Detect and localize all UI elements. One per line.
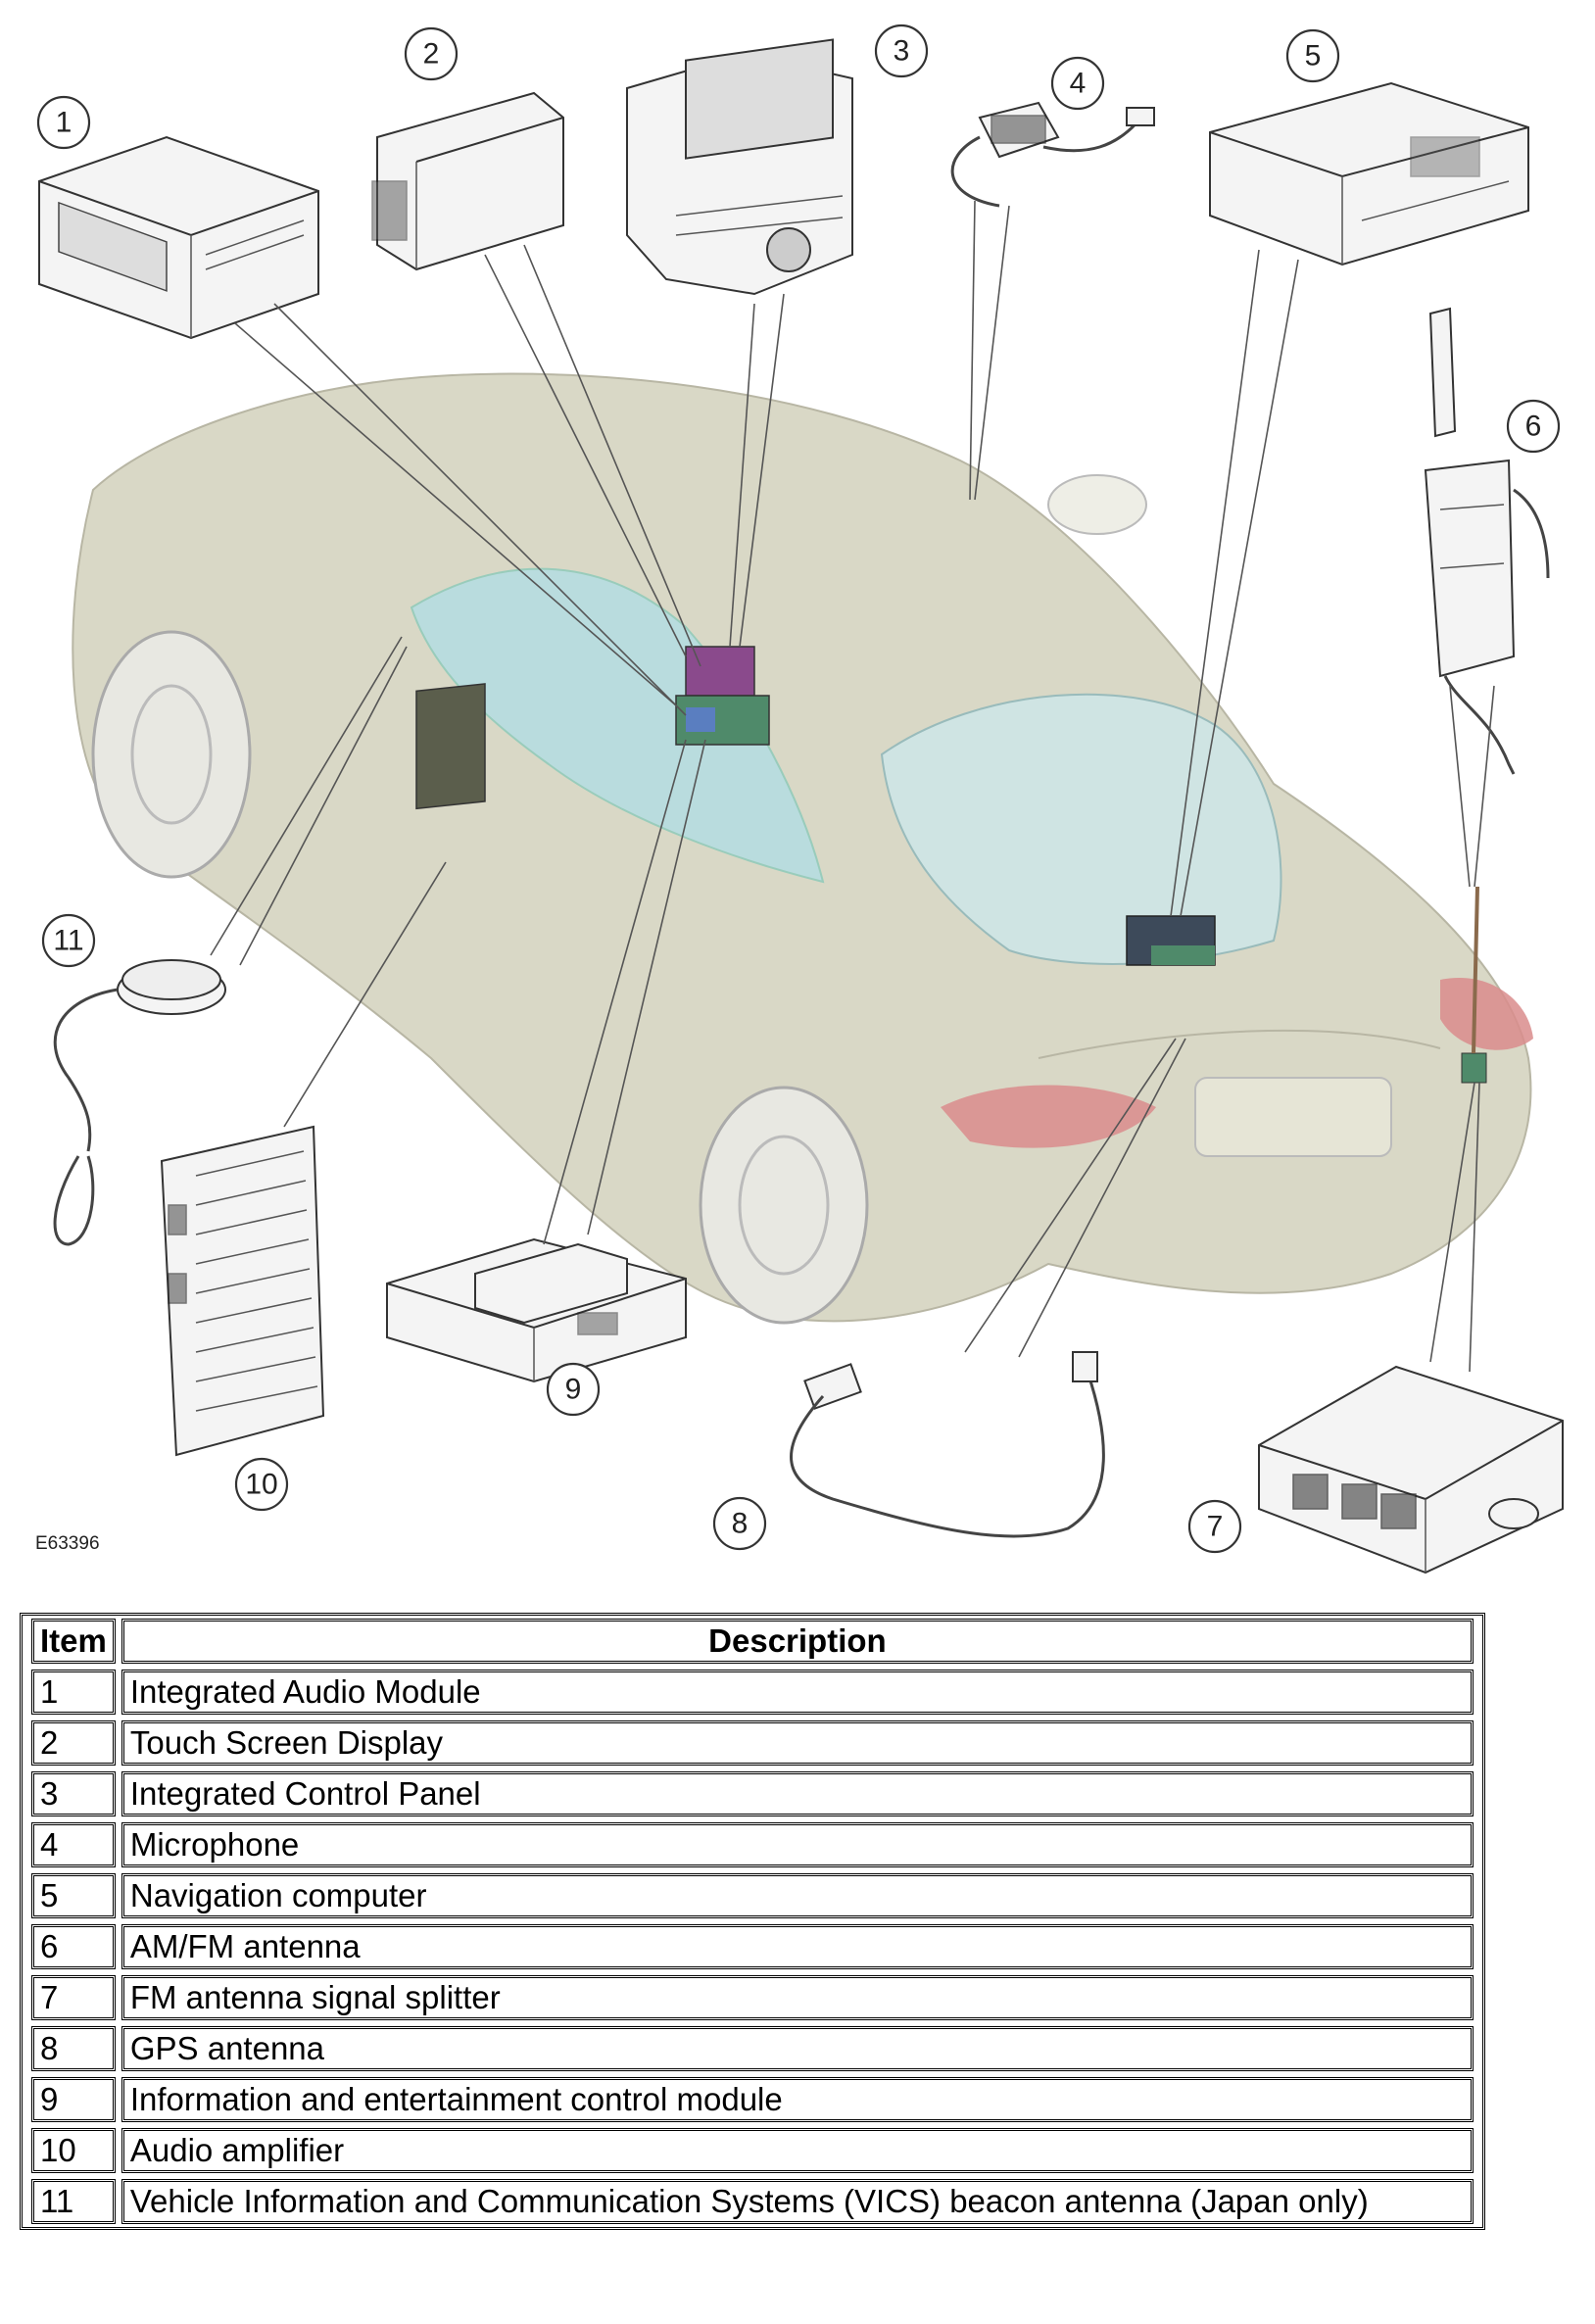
figure-id-label: E63396 xyxy=(35,1533,100,1554)
in-car-touch-screen xyxy=(685,646,755,697)
item-number: 2 xyxy=(31,1720,116,1766)
svg-text:4: 4 xyxy=(1070,68,1087,100)
component-microphone xyxy=(950,101,1155,208)
item-number: 10 xyxy=(31,2128,116,2173)
component-location-diagram: 1 2 3 4 5 6 7 8 9 10 11 E63396 xyxy=(35,24,1564,1574)
svg-text:6: 6 xyxy=(1525,411,1542,443)
svg-text:7: 7 xyxy=(1207,1511,1224,1543)
callout-6: 6 xyxy=(1506,399,1561,454)
callout-2: 2 xyxy=(404,26,459,81)
item-description: Microphone xyxy=(121,1822,1474,1867)
callout-9: 9 xyxy=(546,1362,601,1417)
in-car-amplifier xyxy=(415,683,486,810)
item-number: 8 xyxy=(31,2026,116,2071)
callout-5: 5 xyxy=(1285,28,1340,83)
svg-text:5: 5 xyxy=(1305,40,1322,73)
item-number: 5 xyxy=(31,1873,116,1918)
tail-light-left xyxy=(941,1085,1156,1148)
callout-8: 8 xyxy=(712,1496,767,1551)
legend-header-row: Item Description xyxy=(31,1619,1474,1664)
item-description: Audio amplifier xyxy=(121,2128,1474,2173)
svg-text:11: 11 xyxy=(53,925,83,957)
component-gps-antenna xyxy=(790,1351,1105,1538)
item-description: FM antenna signal splitter xyxy=(121,1975,1474,2020)
item-description: Vehicle Information and Communication Sy… xyxy=(121,2179,1474,2224)
item-description: Touch Screen Display xyxy=(121,1720,1474,1766)
svg-text:10: 10 xyxy=(245,1469,277,1501)
item-description: Integrated Audio Module xyxy=(121,1670,1474,1715)
callout-10: 10 xyxy=(234,1457,289,1512)
leader-lines xyxy=(210,200,1495,1373)
callout-1: 1 xyxy=(36,95,91,150)
callout-11: 11 xyxy=(41,913,96,968)
item-number: 11 xyxy=(31,2179,116,2224)
rear-wheel xyxy=(699,1086,869,1325)
item-number: 1 xyxy=(31,1670,116,1715)
callout-3: 3 xyxy=(874,24,929,78)
component-vics-beacon-antenna xyxy=(53,959,226,1246)
callout-4: 4 xyxy=(1050,56,1105,111)
item-column-header: Item xyxy=(31,1619,116,1664)
item-number: 3 xyxy=(31,1771,116,1816)
item-description: Integrated Control Panel xyxy=(121,1771,1474,1816)
svg-text:9: 9 xyxy=(565,1374,582,1406)
item-number: 4 xyxy=(31,1822,116,1867)
svg-text:2: 2 xyxy=(423,38,440,71)
item-description: GPS antenna xyxy=(121,2026,1474,2071)
item-number: 9 xyxy=(31,2077,116,2122)
component-integrated-audio-module xyxy=(38,135,319,340)
item-number: 7 xyxy=(31,1975,116,2020)
item-description: Information and entertainment control mo… xyxy=(121,2077,1474,2122)
item-description: AM/FM antenna xyxy=(121,1924,1474,1969)
svg-text:1: 1 xyxy=(56,107,72,139)
svg-text:8: 8 xyxy=(732,1508,749,1540)
svg-text:3: 3 xyxy=(894,35,910,68)
vehicle-illustration xyxy=(72,372,1533,1325)
side-window xyxy=(410,567,825,884)
door-mirror xyxy=(1047,474,1147,535)
rear-window xyxy=(880,693,1282,965)
description-column-header: Description xyxy=(121,1619,1474,1664)
component-integrated-control-panel xyxy=(626,38,853,296)
component-navigation-computer xyxy=(1209,81,1529,266)
item-number: 6 xyxy=(31,1924,116,1969)
item-description: Navigation computer xyxy=(121,1873,1474,1918)
component-fm-antenna-splitter xyxy=(1258,1365,1564,1574)
component-am-fm-antenna xyxy=(1424,307,1550,775)
in-car-antenna-splitter xyxy=(1461,1052,1487,1084)
component-audio-amplifier xyxy=(160,1125,325,1457)
front-wheel xyxy=(91,630,252,879)
tail-light-right xyxy=(1440,978,1533,1050)
component-touch-screen-display xyxy=(371,91,564,271)
component-info-entertainment-module xyxy=(386,1237,687,1383)
callout-7: 7 xyxy=(1187,1499,1242,1554)
